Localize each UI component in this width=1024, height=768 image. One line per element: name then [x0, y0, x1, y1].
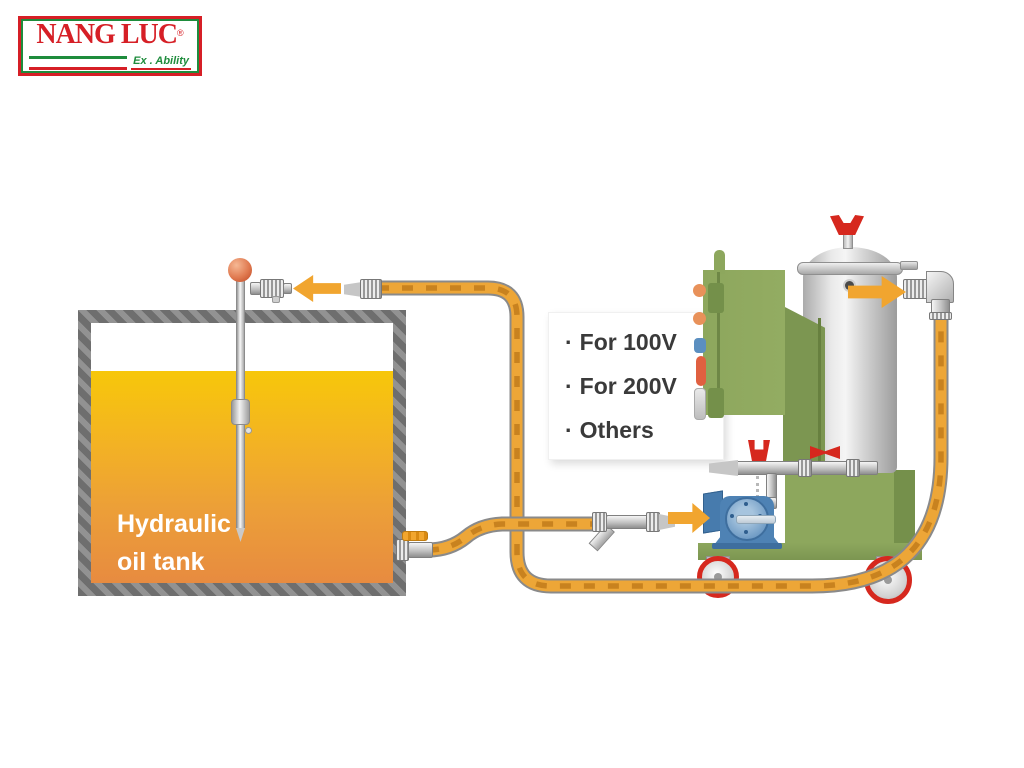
option-bullet: · — [565, 329, 573, 355]
logo: NANG LUC® Ex . Ability — [18, 16, 202, 76]
option-item: ·Others — [565, 417, 723, 444]
logo-registered: ® — [176, 28, 184, 38]
lance-coupler-nub — [272, 296, 280, 303]
hinge-bottom — [708, 388, 724, 418]
logo-stripes — [29, 56, 128, 70]
manifold-collar-2 — [846, 459, 860, 477]
control-box-antenna — [714, 250, 725, 274]
tank-label-line1: Hydraulic — [117, 510, 231, 538]
option-bullet: · — [565, 417, 573, 443]
caster-wheel-right — [864, 556, 912, 604]
drain-valve-handle — [748, 440, 770, 461]
option-label-200v: For 200V — [579, 373, 677, 399]
suction-hose — [427, 516, 598, 558]
logo-tagline: Ex . Ability — [131, 56, 191, 70]
pump-shaft — [736, 515, 776, 524]
caster-wheel-left — [697, 556, 739, 598]
manifold-nozzle — [709, 460, 738, 476]
pump-base — [712, 543, 782, 549]
lance-coupler-tip — [283, 283, 292, 294]
options-panel: ·For 100V ·For 200V ·Others — [548, 312, 724, 460]
lance-ball — [228, 258, 252, 282]
hinge-top — [708, 283, 724, 313]
air-vent-valve — [830, 215, 864, 235]
panel-switch-gray — [694, 388, 706, 420]
manifold-collar-1 — [798, 459, 812, 477]
drain-valve-tab — [402, 531, 428, 541]
tank-label-line2: oil tank — [117, 548, 205, 576]
flow-arrow-to-lance — [293, 275, 341, 302]
strainer-body — [606, 515, 648, 529]
vessel-flange — [797, 262, 903, 275]
lance-collar — [231, 399, 250, 425]
lance-coupler-ridged — [260, 279, 284, 298]
hose-end-ridged — [360, 279, 382, 299]
lance-nub — [245, 427, 252, 434]
panel-lamp-1 — [693, 284, 706, 297]
logo-brand-row: NANG LUC® — [29, 20, 191, 54]
option-label-100v: For 100V — [579, 329, 677, 355]
logo-stripes-row: Ex . Ability — [29, 56, 191, 70]
drain-pipe — [408, 542, 433, 558]
option-bullet: · — [565, 373, 573, 399]
panel-switch-blue — [694, 338, 706, 353]
strainer-coupler-1 — [592, 512, 607, 532]
logo-brand: NANG LUC — [36, 19, 178, 50]
strainer-coupler-2 — [646, 512, 660, 532]
panel-lamp-2 — [693, 312, 706, 325]
pump-bolts — [744, 502, 748, 506]
hose-end-nozzle — [344, 282, 362, 297]
elbow-collar — [929, 312, 952, 320]
panel-handle-red — [696, 356, 706, 386]
tank-label: Hydraulic oil tank — [117, 505, 231, 581]
option-label-others: Others — [579, 417, 654, 443]
vessel-flange-tab — [900, 261, 918, 270]
lance-tip — [236, 528, 245, 542]
